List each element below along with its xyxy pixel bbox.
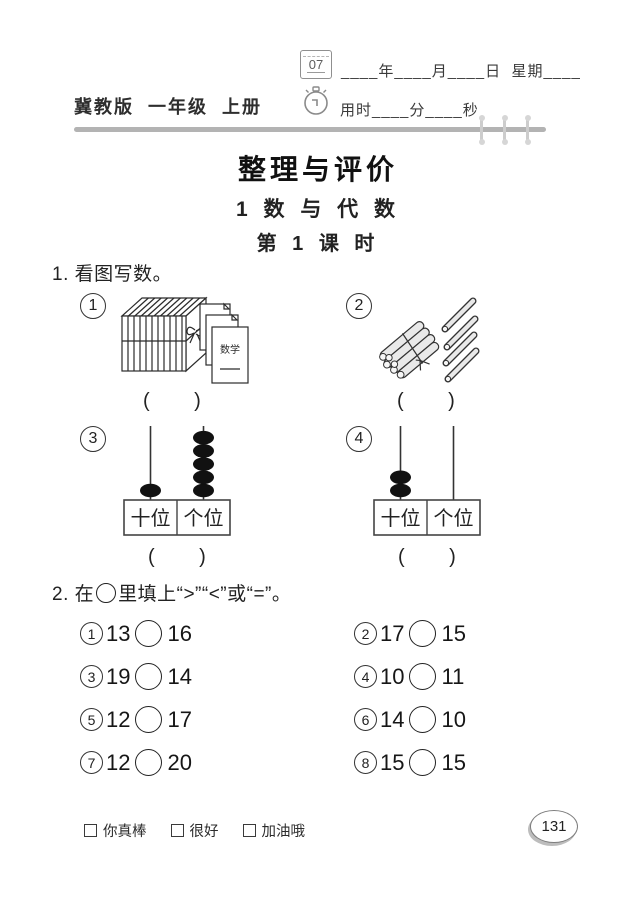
answer-circle[interactable] xyxy=(135,749,163,776)
item-number-3: 3 xyxy=(80,426,106,452)
ones-label: 个位 xyxy=(184,507,224,530)
assessment-option-1: 你真棒 xyxy=(84,820,147,841)
item-number: 5 xyxy=(80,708,103,731)
checkbox[interactable] xyxy=(242,824,256,837)
assessment-option-2: 很好 xyxy=(170,820,219,841)
example-circle xyxy=(96,582,117,603)
comparison-item-8: 8 15 15 xyxy=(354,749,466,776)
loose-sticks xyxy=(441,297,480,383)
item-number: 1 xyxy=(80,622,103,645)
question2-prompt: 2. 在 里填上“>”“<”或“=”。 xyxy=(52,579,291,606)
right-number: 11 xyxy=(441,663,465,689)
right-number: 17 xyxy=(167,706,192,732)
prompt-text-after: 里填上“>”“<”或“=”。 xyxy=(118,584,292,605)
left-number: 14 xyxy=(380,706,405,732)
stick-bundle xyxy=(379,321,440,379)
stopwatch-icon xyxy=(304,86,328,115)
book-stack xyxy=(120,296,208,373)
answer-blank-1[interactable]: ( ) xyxy=(143,390,201,412)
right-number: 20 xyxy=(167,749,192,775)
page-number: 131 xyxy=(541,818,567,835)
item-number-2: 2 xyxy=(346,293,372,319)
sticks-illustration xyxy=(379,297,480,383)
right-number: 10 xyxy=(441,706,466,732)
books-illustration: 数学 xyxy=(120,296,249,384)
item-number: 6 xyxy=(354,708,377,731)
comparison-item-6: 6 14 10 xyxy=(354,706,466,733)
item-number: 4 xyxy=(354,665,377,688)
item-number: 7 xyxy=(80,751,103,774)
lesson-title: 第 1 课 时 xyxy=(256,233,380,255)
self-assessment-row: 你真棒 很好 加油哦 xyxy=(84,820,305,841)
left-number: 17 xyxy=(380,620,405,646)
stitch-mark xyxy=(501,114,508,145)
comparison-item-4: 4 10 11 xyxy=(354,663,464,690)
left-number: 19 xyxy=(106,663,131,689)
item-number: 8 xyxy=(354,751,377,774)
checkbox[interactable] xyxy=(84,824,97,837)
page-title: 整理与评价 xyxy=(237,154,398,185)
comparison-item-1: 1 13 16 xyxy=(80,620,192,647)
comparison-item-7: 7 12 20 xyxy=(80,749,192,776)
left-number: 15 xyxy=(380,749,405,775)
comparison-item-2: 2 17 15 xyxy=(354,620,466,647)
stitch-mark xyxy=(524,114,531,145)
comparison-item-3: 3 19 14 xyxy=(80,663,192,690)
checkbox-label: 很好 xyxy=(189,824,219,840)
place-value-box: 十位 个位 xyxy=(373,499,481,536)
header-divider xyxy=(74,114,546,145)
left-number: 12 xyxy=(106,706,131,732)
right-number: 16 xyxy=(167,620,192,646)
loose-books: 数学 xyxy=(199,302,249,384)
assessment-option-3: 加油哦 xyxy=(242,820,306,841)
item-number: 3 xyxy=(80,665,103,688)
checkbox[interactable] xyxy=(170,824,184,837)
checkbox-label: 你真棒 xyxy=(103,824,147,840)
left-number: 13 xyxy=(106,620,131,646)
answer-circle[interactable] xyxy=(135,620,163,647)
tens-beads xyxy=(390,470,411,498)
answer-circle[interactable] xyxy=(135,706,163,733)
right-number: 15 xyxy=(441,620,466,646)
answer-blank-4[interactable]: ( ) xyxy=(398,546,456,568)
item-number: 2 xyxy=(354,622,377,645)
place-value-box: 十位 个位 xyxy=(123,499,231,536)
ones-label: 个位 xyxy=(434,507,474,530)
calendar-icon: 07 xyxy=(300,50,332,79)
item-number-4: 4 xyxy=(346,426,372,452)
comparison-item-5: 5 12 17 xyxy=(80,706,192,733)
abacus-illustration: 十位 个位 xyxy=(123,426,231,536)
book-cover-label: 数学 xyxy=(220,343,240,356)
answer-circle[interactable] xyxy=(409,706,437,733)
checkbox-label: 加油哦 xyxy=(261,824,306,840)
ones-beads xyxy=(193,430,214,498)
answer-circle[interactable] xyxy=(135,663,163,690)
item-number-1: 1 xyxy=(80,293,106,319)
edition-label: 冀教版 一年级 上册 xyxy=(74,97,263,117)
right-number: 14 xyxy=(167,663,192,689)
date-blank-line: ____年____月____日 星期____ xyxy=(341,63,581,80)
time-blank-line: 用时____分____秒 xyxy=(340,102,479,119)
stitch-mark xyxy=(478,114,485,145)
answer-circle[interactable] xyxy=(409,663,437,690)
section-title: 1 数 与 代 数 xyxy=(235,198,401,221)
prompt-text-before: 2. 在 xyxy=(52,584,95,605)
page-number-badge: 131 xyxy=(530,810,578,843)
tens-beads xyxy=(140,483,161,498)
right-number: 15 xyxy=(441,749,466,775)
left-number: 10 xyxy=(380,663,405,689)
calendar-day: 07 xyxy=(306,56,326,73)
question1-prompt: 1. 看图写数。 xyxy=(52,264,173,285)
left-number: 12 xyxy=(106,749,131,775)
abacus-illustration: 十位 个位 xyxy=(373,426,481,536)
tens-label: 十位 xyxy=(381,507,421,530)
answer-blank-3[interactable]: ( ) xyxy=(148,546,206,568)
answer-circle[interactable] xyxy=(409,620,437,647)
tens-label: 十位 xyxy=(131,507,171,530)
answer-circle[interactable] xyxy=(409,749,437,776)
bundle-tie xyxy=(401,333,430,371)
answer-blank-2[interactable]: ( ) xyxy=(397,390,455,412)
